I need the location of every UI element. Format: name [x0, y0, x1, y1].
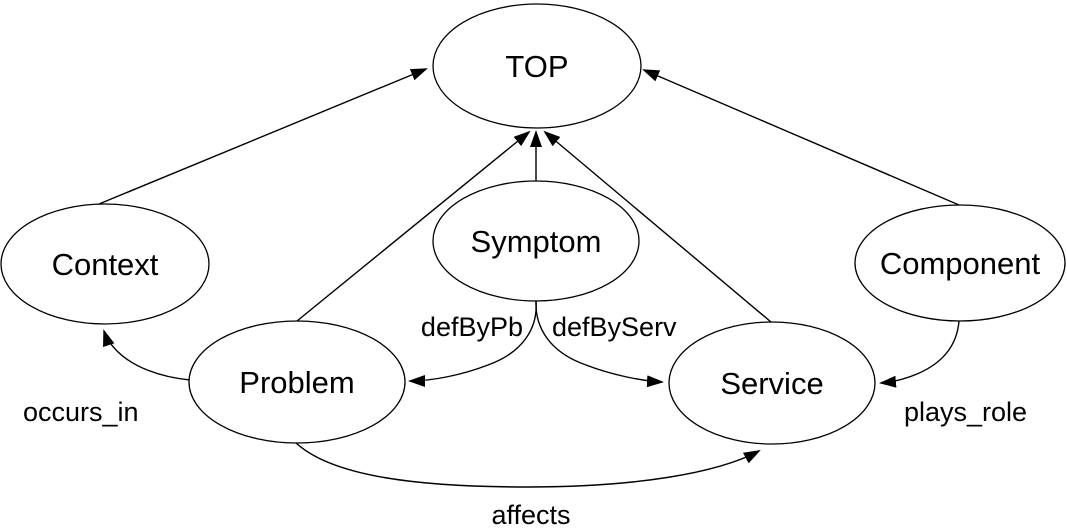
node-component-label: Component — [880, 246, 1041, 281]
node-symptom-label: Symptom — [471, 224, 602, 259]
node-context: Context — [0, 203, 210, 325]
edge-service-to-top — [543, 130, 772, 323]
node-context-label: Context — [52, 247, 159, 282]
edge-label-plays-role: plays_role — [904, 397, 1027, 427]
node-problem-ellipse — [188, 320, 406, 444]
node-group: TOP Context Symptom Component Problem Se… — [0, 3, 1066, 445]
node-symptom-ellipse — [432, 180, 640, 302]
node-problem: Problem — [188, 320, 406, 444]
edge-component-to-top — [642, 69, 960, 206]
node-component-ellipse — [854, 204, 1066, 322]
node-symptom: Symptom — [432, 180, 640, 302]
edge-plays-role — [879, 320, 960, 388]
node-problem-label: Problem — [239, 365, 354, 400]
edge-label-defbyserv: defByServ — [552, 312, 677, 342]
edge-defbyserv — [535, 300, 664, 388]
edge-affects — [293, 440, 761, 488]
edge-context-to-top — [98, 68, 428, 205]
node-service-label: Service — [720, 366, 823, 401]
node-top: TOP — [432, 3, 642, 129]
node-service: Service — [668, 321, 876, 445]
edge-defbypb — [408, 300, 537, 387]
node-component: Component — [854, 204, 1066, 322]
node-service-ellipse — [668, 321, 876, 445]
edge-label-group: defByPb defByServ occurs_in plays_role a… — [23, 312, 1027, 529]
edge-label-occurs-in: occurs_in — [23, 397, 139, 427]
node-top-ellipse — [432, 3, 642, 129]
edge-group — [98, 68, 960, 488]
edge-problem-to-top — [296, 130, 531, 322]
node-top-label: TOP — [505, 49, 568, 84]
edge-label-affects: affects — [491, 500, 570, 529]
edge-label-defbypb: defByPb — [421, 312, 523, 342]
node-context-ellipse — [0, 203, 210, 325]
edge-occurs-in — [103, 329, 191, 381]
